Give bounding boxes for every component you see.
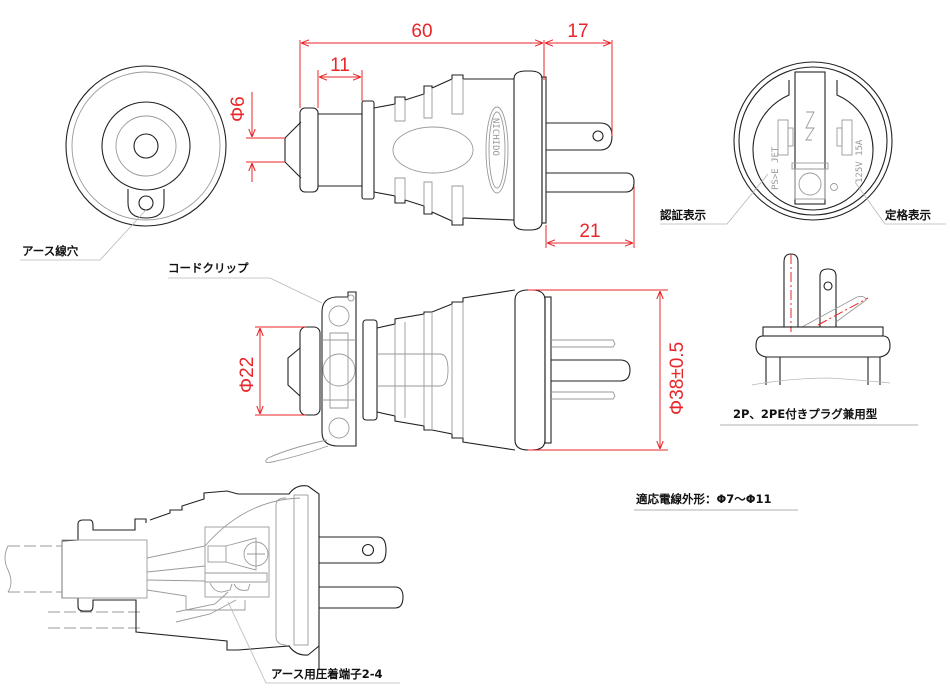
label-cable-range: 適応電線外形：Φ7～Φ11: [636, 492, 772, 506]
label-earth-hole: アース線穴: [22, 244, 79, 258]
label-dual-type: 2P、2PE付きプラグ兼用型: [733, 407, 878, 421]
dual-type-detail: [751, 253, 891, 386]
rating-marking: 125V 15A: [855, 139, 865, 183]
brand-mark: NICHIDO: [490, 118, 500, 156]
label-earth-terminal: アース用圧着端子2-4: [271, 667, 383, 681]
dim-21: 21: [579, 221, 600, 242]
label-cord-clip: コードクリップ: [168, 261, 249, 275]
dim-phi6: Φ6: [228, 96, 249, 122]
label-certification: 認証表示: [660, 208, 706, 222]
plan-view: [265, 289, 631, 463]
dim-60: 60: [411, 21, 432, 42]
dimensions-plan: [255, 289, 668, 451]
dim-11: 11: [330, 55, 350, 76]
face-view: PS>E JET 125V 15A: [660, 61, 946, 225]
label-rating: 定格表示: [885, 208, 931, 222]
section-view: [4, 485, 404, 684]
dim-phi38: Φ38±0.5: [667, 342, 688, 415]
dimensions-top: [246, 40, 635, 248]
side-view-top: NICHIDO: [252, 70, 635, 231]
cord-end-view: [20, 65, 227, 261]
leader-cord-clip: [168, 277, 323, 304]
dim-17: 17: [567, 21, 588, 42]
cert-marking: PS>E JET: [771, 146, 781, 190]
dim-phi22: Φ22: [237, 357, 258, 393]
